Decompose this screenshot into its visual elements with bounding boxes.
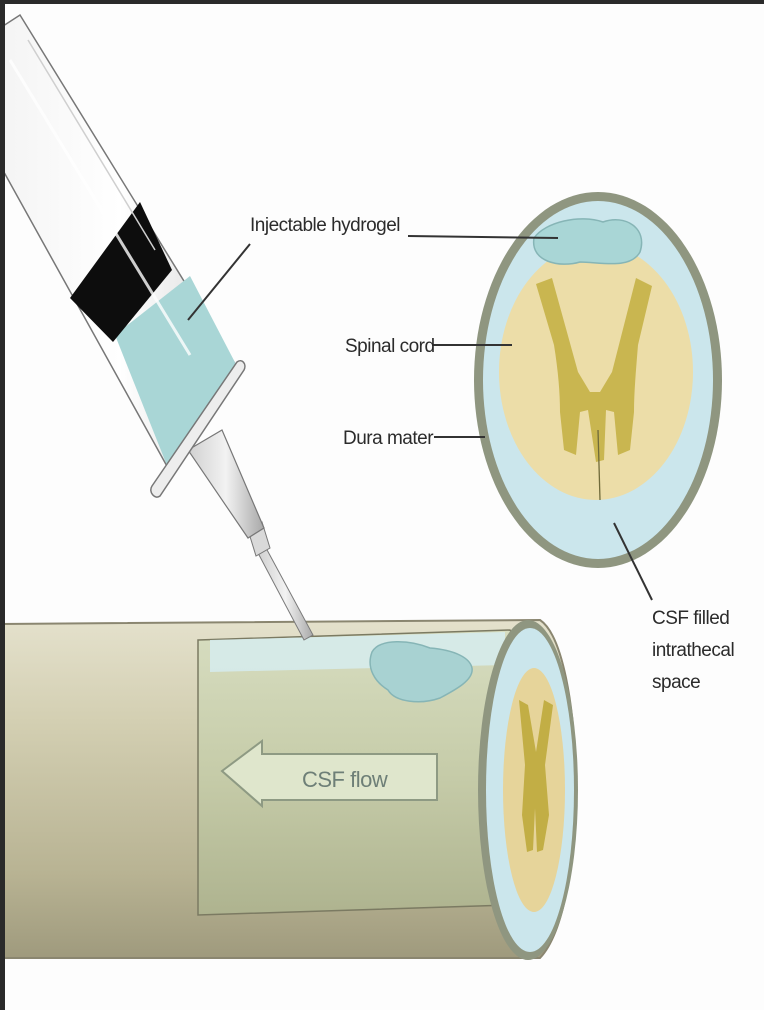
leader-syringe-hydrogel xyxy=(188,244,250,320)
label-csf-space-line2: intrathecal xyxy=(652,640,734,661)
label-csf-space-line3: space xyxy=(652,672,700,693)
label-spinal-cord: Spinal cord xyxy=(345,336,435,357)
label-dura-mater: Dura mater xyxy=(343,428,434,449)
label-csf-space-line1: CSF filled xyxy=(652,608,729,629)
cross-section-hydrogel xyxy=(534,219,642,264)
label-injectable-hydrogel: Injectable hydrogel xyxy=(250,215,400,236)
syringe-hub xyxy=(188,430,264,538)
csf-flow-label: CSF flow xyxy=(302,767,388,792)
syringe-icon xyxy=(0,15,313,640)
spinal-cross-section xyxy=(474,192,722,568)
